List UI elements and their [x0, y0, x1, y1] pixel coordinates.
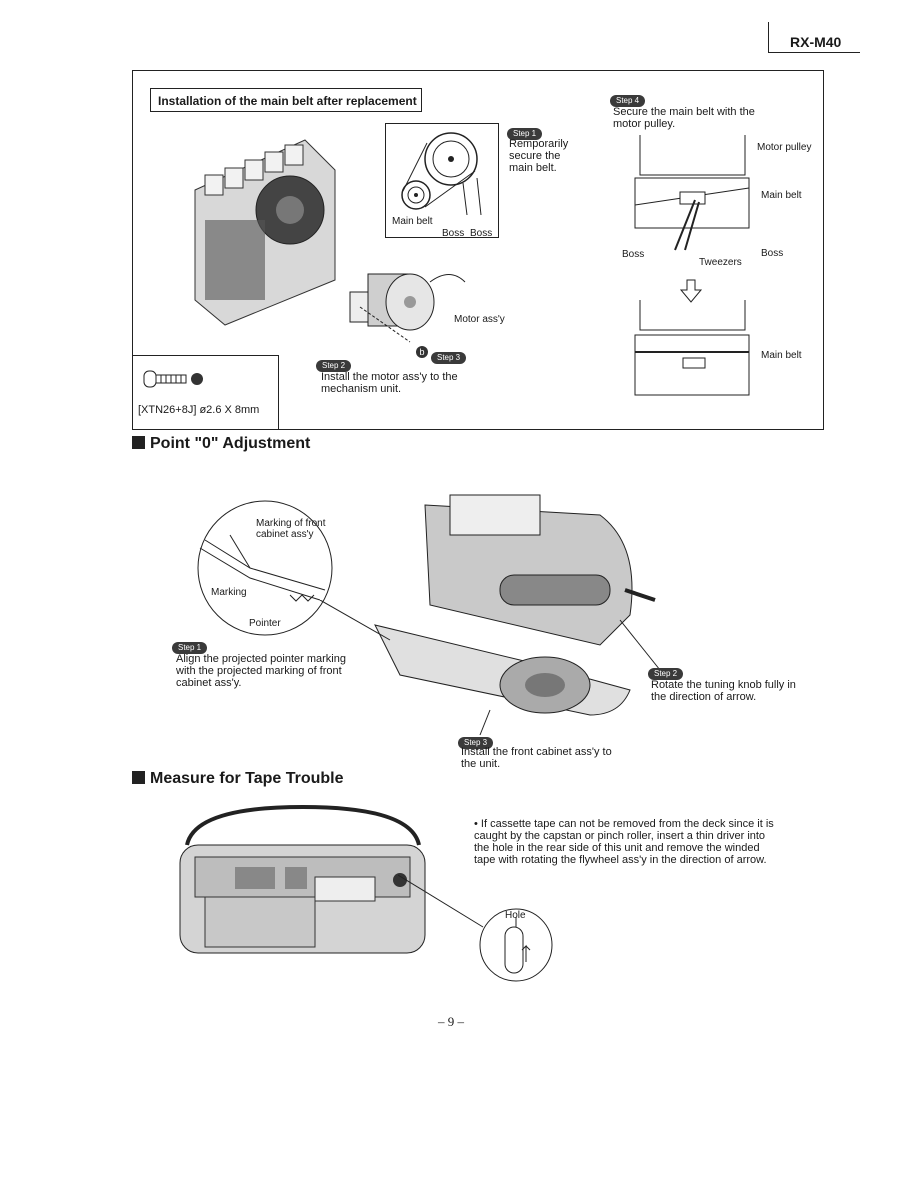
step2-text: Install the motor ass'y to the mechanism…: [321, 371, 458, 395]
screw-spec: [XTN26+8J] ø2.6 X 8mm: [138, 404, 260, 416]
s2-step3-text: Install the front cabinet ass'y to the u…: [461, 746, 612, 770]
pointer-marking-circle: [197, 500, 333, 636]
point-zero-heading: Point "0" Adjustment: [132, 435, 310, 453]
s2-step3-badge: Step 3: [458, 732, 494, 750]
label-motor-assy: Motor ass'y: [454, 314, 505, 325]
step1-text: Remporarily secure the main belt.: [509, 138, 569, 174]
screw-spec-box: [132, 355, 279, 429]
label-boss-2: Boss: [470, 228, 493, 239]
rear-unit-illustration: [179, 805, 426, 954]
label-boss-1: Boss: [442, 228, 465, 239]
step4-badge: Step 4: [610, 90, 646, 108]
belt-inset-diagram: [385, 123, 499, 238]
step4-text: Secure the main belt with the motor pull…: [613, 106, 755, 130]
s2-step1-badge: Step 1: [172, 637, 208, 655]
step2-badge: Step 2: [316, 355, 352, 373]
main-belt-section: [132, 70, 824, 430]
label-pointer: Pointer: [249, 618, 281, 629]
page-number: – 9 –: [438, 1014, 464, 1029]
step3-badge: Step 3: [431, 347, 467, 365]
hole-detail: [398, 874, 553, 982]
main-belt-title: Installation of the main belt after repl…: [150, 88, 422, 112]
label-motor-pulley: Motor pulley: [757, 142, 812, 153]
label-main-belt-bottom: Main belt: [761, 350, 802, 361]
step1-badge: Step 1: [507, 123, 543, 141]
label-boss-right: Boss: [761, 248, 784, 259]
tape-trouble-note: • If cassette tape can not be removed fr…: [474, 818, 774, 866]
s2-step1-text: Align the projected pointer marking with…: [176, 653, 346, 689]
label-main-belt-step4: Main belt: [761, 190, 802, 201]
header-rule-vertical: [768, 22, 769, 52]
leader-lines-section2: [320, 600, 660, 736]
model-number: RX-M40: [790, 34, 842, 50]
label-marking: Marking: [211, 587, 247, 598]
label-boss-left: Boss: [622, 249, 645, 260]
header-rule-horizontal: [768, 52, 860, 53]
step4-diagram: [634, 135, 750, 396]
heading-bullet-icon: [132, 436, 145, 449]
screw-icon: [143, 370, 203, 388]
unit-open-illustration: [374, 494, 656, 716]
label-main-belt-inset: Main belt: [392, 216, 433, 227]
mechanism-illustration: [194, 139, 336, 326]
heading-bullet-icon: [132, 771, 145, 784]
label-hole: Hole: [505, 910, 526, 921]
screw-marker-b: b: [416, 346, 428, 358]
s2-step2-text: Rotate the tuning knob fully in the dire…: [651, 679, 796, 703]
label-tweezers: Tweezers: [699, 257, 742, 268]
label-marking-front: Marking of front cabinet ass'y: [256, 518, 326, 540]
tape-trouble-heading: Measure for Tape Trouble: [132, 770, 344, 788]
s2-step2-badge: Step 2: [648, 663, 684, 681]
motor-illustration: [349, 273, 466, 343]
